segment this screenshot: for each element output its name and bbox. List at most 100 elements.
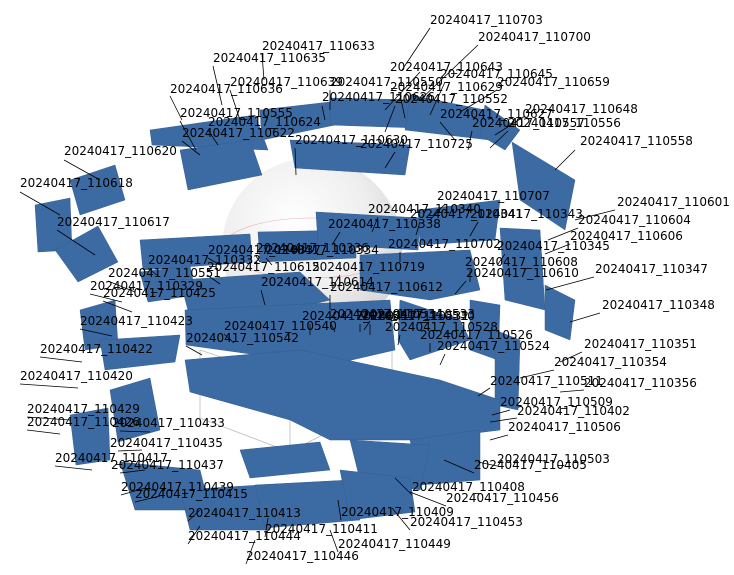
label-leader-line	[120, 487, 146, 496]
camera-label: 20240417_110624	[207, 115, 321, 146]
label-leader-line	[337, 499, 342, 521]
label-leader-line	[554, 149, 576, 171]
label-leader-line	[469, 221, 479, 237]
camera-label-text: 20240417_110449	[338, 537, 451, 551]
camera-label-text: 20240417_110551	[108, 266, 221, 280]
camera-label: 20240417_110423	[79, 314, 193, 337]
camera-label: 20240417_110612	[329, 280, 443, 310]
label-leader-line	[102, 300, 133, 313]
camera-label-text: 20240417_110531	[302, 309, 415, 323]
label-leader-line	[261, 53, 265, 81]
camera-label-text: 20240417_110610	[466, 266, 579, 280]
label-leader-line	[207, 257, 221, 266]
camera-label-text: 20240417_110426	[27, 415, 140, 429]
camera-label-text: 20240417_110329	[90, 279, 203, 293]
camera-label: 20240417_110345	[497, 239, 610, 265]
label-leader-line	[147, 267, 159, 277]
camera-label-text: 20240417_110550	[330, 75, 443, 89]
camera-label-text: 20240417_110408	[412, 480, 525, 494]
label-leader-line	[187, 509, 201, 522]
camera-label: 20240417_110338	[328, 217, 441, 246]
camera-label: 20240417_110347	[545, 262, 708, 291]
camera-label: 20240417_110614	[260, 275, 374, 306]
camera-label: 20240417_110435	[110, 436, 223, 452]
label-leader-line	[494, 115, 526, 136]
camera-label: 20240417_110533	[362, 307, 475, 331]
camera-label: 20240417_110702	[388, 237, 501, 262]
camera-label-text: 20240417_110351	[584, 337, 697, 351]
label-leader-line	[119, 430, 151, 433]
camera-panel	[479, 104, 521, 151]
camera-label: 20240417_110719	[312, 260, 425, 289]
camera-label: 20240417_110606	[544, 229, 683, 255]
camera-label-text: 20240417_110415	[135, 487, 248, 501]
camera-label-text: 20240417_110700	[478, 30, 591, 44]
camera-label-text: 20240417_110347	[595, 262, 708, 276]
label-leader-line	[459, 89, 498, 113]
camera-label-text: 20240417_110411	[265, 522, 378, 536]
camera-label: 20240417_110551	[107, 266, 221, 293]
label-leader-line	[391, 507, 411, 531]
camera-panel	[511, 141, 576, 231]
camera-panel	[184, 299, 396, 366]
label-leader-line	[384, 105, 396, 133]
camera-label-text: 20240417_110636	[170, 82, 283, 96]
camera-label-text: 20240417_110503	[497, 452, 610, 466]
label-leader-line	[467, 130, 473, 151]
label-leader-line	[179, 120, 197, 151]
camera-label: 20240417_110648	[494, 102, 638, 136]
camera-panel	[184, 349, 501, 441]
camera-label: 20240417_110620	[63, 144, 177, 181]
label-leader-line	[223, 333, 235, 344]
camera-label: 20240417_110426	[26, 415, 140, 435]
camera-label: 20240417_110417	[54, 451, 168, 471]
camera-label: 20240417_110444	[187, 525, 301, 545]
camera-label: 20240417_110511	[477, 374, 603, 397]
label-leader-line	[429, 81, 446, 116]
camera-panel	[69, 164, 126, 216]
label-leader-line	[26, 429, 61, 435]
camera-label: 20240417_110530	[362, 309, 475, 335]
label-leader-line	[491, 409, 511, 416]
label-leader-line	[321, 105, 326, 121]
camera-label: 20240417_110618	[19, 176, 133, 216]
camera-label-text: 20240417_110702	[388, 237, 501, 251]
label-leader-line	[39, 356, 83, 363]
camera-label-text: 20240417_110528	[385, 320, 498, 334]
camera-label-text: 20240417_110604	[578, 213, 691, 227]
label-leader-line	[264, 517, 269, 538]
camera-label-text: 20240417_110405	[474, 458, 587, 472]
camera-label: 20240417_110425	[102, 286, 216, 313]
camera-label-text: 20240417_110643	[390, 60, 503, 74]
camera-label-text: 20240417_110409	[341, 505, 454, 519]
label-leader-line	[119, 469, 146, 474]
label-leader-line	[331, 231, 341, 246]
label-leader-line	[477, 387, 491, 397]
camera-label: 20240417_110528	[385, 320, 498, 346]
camera-label-text: 20240417_110707	[437, 189, 550, 203]
label-leader-line	[212, 65, 223, 106]
label-leader-line	[54, 465, 93, 471]
camera-panel	[69, 407, 111, 466]
label-leader-line	[399, 94, 406, 119]
camera-label: 20240417_110531	[302, 309, 415, 335]
camera-label: 20240417_110627	[439, 107, 553, 141]
label-leader-line	[107, 280, 136, 293]
camera-panel	[54, 225, 119, 283]
camera-label: 20240417_110446	[245, 539, 359, 565]
camera-label: 20240417_110332	[147, 253, 261, 277]
camera-label: 20240417_110557	[467, 116, 585, 151]
camera-label: 20240417_110433	[112, 416, 225, 433]
label-leader-line	[229, 89, 241, 121]
label-leader-line	[255, 255, 261, 263]
label-leader-line	[19, 383, 79, 389]
camera-label-text: 20240417_110626	[322, 90, 435, 104]
camera-label-text: 20240417_110524	[437, 339, 550, 353]
camera-label: 20240417_110341	[410, 207, 523, 236]
camera-label: 20240417_110422	[39, 342, 153, 363]
label-leader-line	[206, 274, 221, 285]
camera-panels	[34, 94, 576, 531]
camera-label: 20240417_110340	[368, 202, 481, 233]
camera-panel	[494, 329, 521, 411]
camera-label: 20240417_110415	[134, 487, 248, 503]
